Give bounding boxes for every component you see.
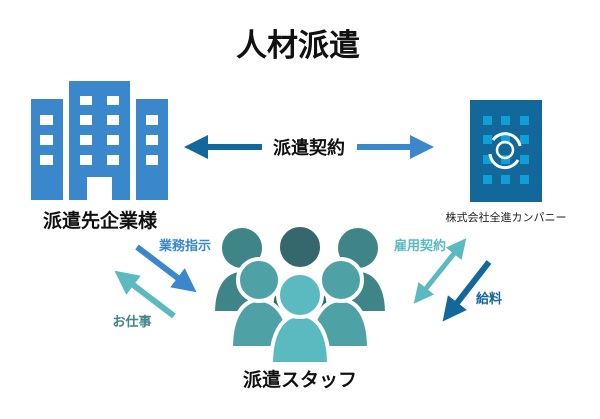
agency-label: 株式会社全進カンパニー — [446, 210, 567, 224]
employment-contract-arrow — [413, 238, 467, 304]
staff-group-icon — [210, 223, 390, 366]
dispatch-contract-label: 派遣契約 — [273, 137, 345, 159]
staff-label: 派遣スタッフ — [243, 368, 357, 391]
page-title: 人材派遣 — [236, 28, 360, 64]
work-label: お仕事 — [112, 314, 151, 330]
salary-label: 給料 — [476, 291, 502, 307]
salary-arrow — [442, 260, 492, 322]
client-building-icon — [31, 81, 168, 200]
work-instruction-label: 業務指示 — [158, 238, 211, 254]
work-instruction-arrow — [135, 244, 197, 293]
employment-contract-label: 雇用契約 — [394, 238, 446, 254]
client-label: 派遣先企業様 — [43, 209, 158, 232]
agency-building-icon — [470, 100, 542, 202]
company-logo-icon — [488, 132, 522, 170]
work-arrow — [114, 270, 176, 319]
